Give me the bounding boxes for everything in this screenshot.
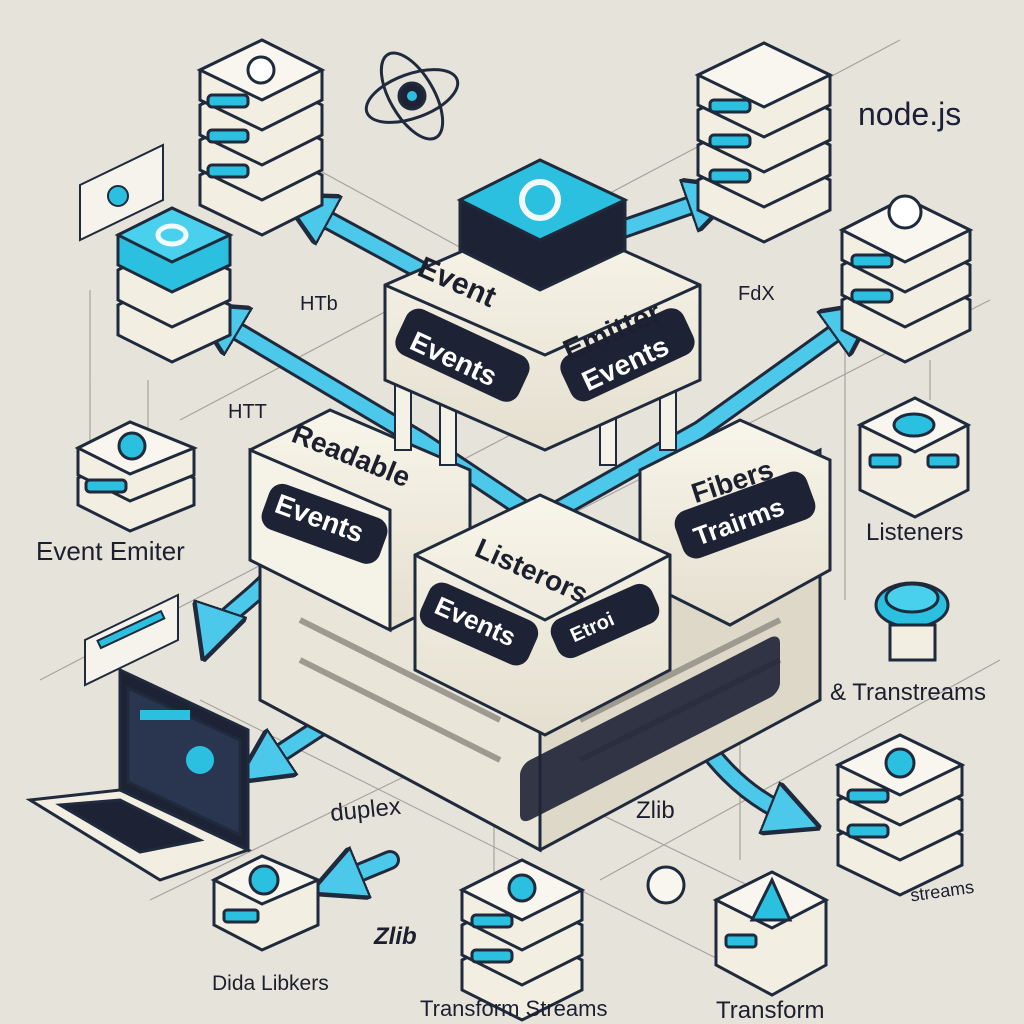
emitter-badge-right xyxy=(560,308,695,402)
listeners-block xyxy=(413,493,672,737)
label-transform: Transform xyxy=(716,997,824,1024)
label-zlib-bottom: Zlib xyxy=(373,923,417,950)
server-stack-bottom-right xyxy=(834,733,966,897)
server-stack-mid-left xyxy=(74,420,198,533)
label-transform-streams: Transform Streams xyxy=(420,996,607,1021)
server-stack-bottom-center xyxy=(458,858,586,1022)
listeners-cube xyxy=(856,396,972,519)
label-duplex: duplex xyxy=(329,793,402,827)
round-device xyxy=(874,581,950,662)
small-node xyxy=(646,865,686,905)
server-stack-top-left xyxy=(196,38,326,237)
server-stack-top-right xyxy=(694,41,834,244)
server-stacks xyxy=(74,38,974,1022)
label-dada: Dida Libkers xyxy=(212,972,329,995)
label-listeners: Listeners xyxy=(866,519,963,546)
node-logo-icon xyxy=(519,179,561,221)
clock-icon xyxy=(887,194,923,230)
server-stack-right xyxy=(838,194,974,364)
readable-badge xyxy=(261,483,388,564)
server-cube-bottom-left xyxy=(210,854,322,952)
listeners-badge xyxy=(419,582,539,666)
fibers-block xyxy=(638,418,832,627)
central-stack xyxy=(248,158,832,853)
ring-icon xyxy=(155,223,189,247)
listeners-badge-2 xyxy=(550,583,660,659)
fibers-badge xyxy=(674,471,816,559)
laptop xyxy=(25,667,253,882)
transform-cube xyxy=(712,870,830,997)
label-http: HTT xyxy=(228,401,267,423)
label-zlib-mid: Zlib xyxy=(636,797,675,824)
server-stack-left xyxy=(114,206,234,364)
label-htb: HTb xyxy=(300,293,338,315)
gauge-icon xyxy=(246,55,276,85)
brand-title: node.js xyxy=(858,96,961,132)
floating-cards xyxy=(79,143,179,687)
label-fdx: FdX xyxy=(738,283,775,305)
emitter-badge-left xyxy=(395,308,530,402)
fan-icon xyxy=(117,431,147,461)
event-emitter-block xyxy=(383,158,702,452)
atom-icon xyxy=(364,51,460,141)
label-event-emitter: Event Emiter xyxy=(36,536,185,566)
label-transtreams: & Transtreams xyxy=(830,679,986,706)
